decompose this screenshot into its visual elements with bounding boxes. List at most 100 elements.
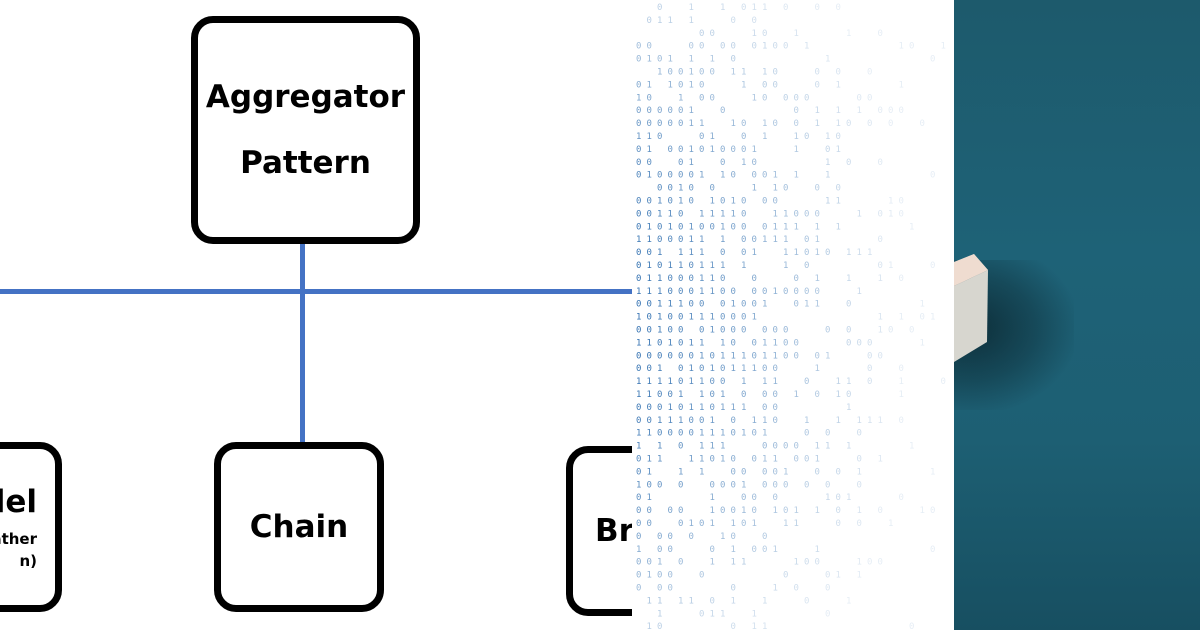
binary-digit: 1 [846,493,851,503]
binary-digit: 0 [647,506,652,516]
binary-digit: 0 [794,300,799,310]
binary-digit: 0 [689,274,694,284]
binary-digit: 1 [762,132,767,142]
binary-digit: 1 [752,29,757,39]
binary-digit: 1 [657,313,662,323]
binary-digit: 1 [741,68,746,78]
binary-digit: 0 [909,622,914,630]
binary-digit: 1 [647,80,652,90]
binary-digit: 1 [647,274,652,284]
binary-digit: 0 [668,119,673,129]
binary-digit: 0 [762,390,767,400]
binary-digit: 1 [752,93,757,103]
binary-digit: 1 [668,209,673,219]
binary-digit: 1 [815,506,820,516]
binary-digit: 0 [720,106,725,116]
binary-digit: 0 [762,532,767,542]
binary-digit: 0 [762,80,767,90]
binary-digit: 0 [636,274,641,284]
binary-digit: 0 [930,171,935,181]
binary-digit: 1 [731,596,736,606]
binary-digit: 1 [710,209,715,219]
binary-digit: 0 [899,493,904,503]
binary-digit: 0 [668,390,673,400]
binary-digit: 0 [720,158,725,168]
binary-digit: 1 [846,596,851,606]
binary-digit: 0 [762,467,767,477]
binary-digit: 1 [657,68,662,78]
binary-digit: 1 [710,558,715,568]
binary-digit: 0 [804,596,809,606]
binary-digit: 1 [668,300,673,310]
binary-digit: 1 [699,171,704,181]
binary-digit: 0 [741,519,746,529]
binary-digit: 0 [636,455,641,465]
binary-digit: 0 [846,158,851,168]
binary-digit: 0 [668,326,673,336]
binary-digit: 1 [783,235,788,245]
binary-digit: 0 [720,145,725,155]
binary-digit: 1 [836,571,841,581]
binary-digit: 0 [720,300,725,310]
binary-digit: 0 [773,68,778,78]
binary-digit: 1 [657,248,662,258]
binary-digit: 0 [668,68,673,78]
binary-digit: 1 [647,467,652,477]
binary-digit: 0 [720,377,725,387]
binary-digit: 1 [909,222,914,232]
binary-digit: 0 [741,145,746,155]
binary-digit: 0 [678,442,683,452]
binary-digit: 0 [689,416,694,426]
binary-digit: 0 [920,313,925,323]
binary-digit: 1 [678,93,683,103]
binary-digit: 0 [899,209,904,219]
binary-digit: 1 [825,158,830,168]
binary-digit: 0 [647,480,652,490]
binary-digit: 1 [699,467,704,477]
chain-box-title: Chain [249,509,349,545]
binary-digit: 1 [720,609,725,619]
binary-digit: 1 [857,209,862,219]
binary-digit: 1 [678,416,683,426]
binary-digit: 1 [699,287,704,297]
binary-digit: 0 [783,442,788,452]
binary-digit: 0 [930,261,935,271]
binary-digit: 0 [657,480,662,490]
binary-digit: 0 [941,377,946,387]
binary-digit: 1 [920,300,925,310]
binary-digit: 0 [783,480,788,490]
binary-digit: 0 [678,338,683,348]
binary-digit: 0 [762,93,767,103]
binary-digit: 1 [825,55,830,65]
binary-digit: 1 [647,132,652,142]
binary-digit: 0 [846,300,851,310]
binary-digit: 0 [720,313,725,323]
binary-digit: 1 [647,171,652,181]
binary-digit: 1 [720,171,725,181]
binary-digit: 0 [836,132,841,142]
binary-digit: 0 [710,222,715,232]
binary-digit: 0 [678,80,683,90]
binary-digit: 0 [720,326,725,336]
binary-digit: 1 [699,235,704,245]
chain-box: Chain [214,442,384,612]
binary-digit: 0 [899,274,904,284]
binary-digit: 1 [668,403,673,413]
parallel-box: lel ather n) [0,442,62,612]
branch-box-title: Br [595,513,632,549]
binary-digit: 1 [720,261,725,271]
binary-digit: 0 [668,197,673,207]
binary-digit: 0 [668,351,673,361]
binary-digit: 0 [668,235,673,245]
binary-digit: 1 [773,545,778,555]
binary-digit: 0 [731,455,736,465]
binary-digit: 0 [731,480,736,490]
binary-digit: 1 [678,184,683,194]
binary-digit: 0 [647,16,652,26]
binary-digit: 0 [762,364,767,374]
binary-digit: 0 [668,506,673,516]
binary-digit: 1 [762,351,767,361]
binary-digit: 0 [699,300,704,310]
binary-digit: 1 [699,390,704,400]
